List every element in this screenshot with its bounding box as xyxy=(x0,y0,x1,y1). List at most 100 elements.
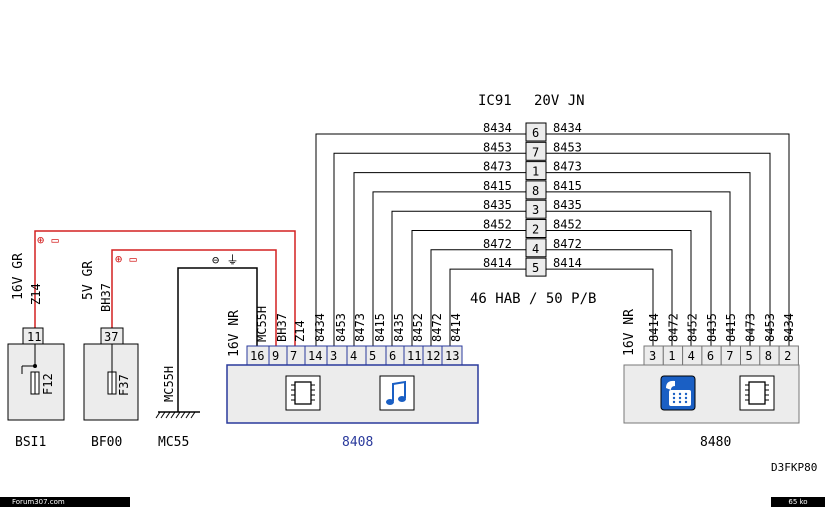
phone-wire-label: 8452 xyxy=(686,313,700,342)
radio-pin: 5 xyxy=(369,349,376,363)
wire-left-3 xyxy=(372,191,526,346)
ground-symbol: ⊖ ⏚ xyxy=(212,253,238,267)
radio-pin: 13 xyxy=(445,349,459,363)
wire-left-4 xyxy=(391,210,526,346)
radio-body xyxy=(226,364,479,424)
wire-right-7 xyxy=(546,268,654,346)
music-note-icon xyxy=(379,375,415,411)
radio-wire-label: 8472 xyxy=(430,313,444,342)
phone-pin: 7 xyxy=(726,349,733,363)
connector-spec: 20V JN xyxy=(534,93,585,109)
radio-connector-spec: 16V NR xyxy=(227,310,242,357)
bsi-module: 16V GR Z14 11 F12 BSI1 xyxy=(7,253,65,450)
chip-icon xyxy=(285,375,321,411)
center-left-wire-label: 8473 xyxy=(483,160,512,174)
center-pin: 8 xyxy=(532,184,539,198)
radio-wire-label: 8434 xyxy=(313,313,327,342)
phone-wire-label: 8435 xyxy=(705,313,719,342)
ground-wire xyxy=(177,267,258,412)
ground-hatch-line xyxy=(165,411,171,419)
bsi-supply-symbol: ⊕ ▭ xyxy=(37,233,59,247)
ground-hatch-line xyxy=(170,411,176,419)
wire-right-6 xyxy=(546,249,673,346)
radio-pin: 7 xyxy=(290,349,297,363)
bf-body xyxy=(83,343,139,421)
phone-wire-label: 8434 xyxy=(782,313,796,342)
ground-point: ⊖ ⏚ MC55H MC55 xyxy=(155,253,238,450)
connector-ref: IC91 xyxy=(478,93,512,109)
ground-hatch xyxy=(155,411,196,419)
phone-pin: 1 xyxy=(668,349,675,363)
center-pin-box xyxy=(525,122,547,142)
bsi-pin: 11 xyxy=(27,330,41,344)
phone-pin: 5 xyxy=(746,349,753,363)
center-right-wire-label: 8415 xyxy=(553,179,582,193)
phone-pin: 4 xyxy=(688,349,695,363)
bf-wire-label: BH37 xyxy=(99,283,113,312)
ground-hatch-line xyxy=(160,411,166,419)
radio-wire-label: 8414 xyxy=(449,313,463,342)
center-pin: 2 xyxy=(532,223,539,237)
radio-wire-label: Z14 xyxy=(293,320,307,342)
center-left-wire-label: 8415 xyxy=(483,179,512,193)
radio-wire-label: 8452 xyxy=(411,313,425,342)
wire-right-2 xyxy=(546,172,751,346)
radio-wire-label: 8415 xyxy=(373,313,387,342)
bf-supply-symbol: ⊕ ▭ xyxy=(115,252,137,266)
center-right-wire-label: 8453 xyxy=(553,140,582,154)
center-pin: 5 xyxy=(532,261,539,275)
radio-wire-label: 8453 xyxy=(334,313,348,342)
radio-pin: 4 xyxy=(350,349,357,363)
drawing-ref: D3FKP80 xyxy=(771,461,817,474)
radio-pin: 12 xyxy=(426,349,440,363)
phone-pin: 8 xyxy=(765,349,772,363)
connector-note: 46 HAB / 50 P/B xyxy=(470,291,596,307)
supply-wire-z14 xyxy=(34,230,296,346)
center-left-wire-label: 8453 xyxy=(483,140,512,154)
center-left-wire-label: 8452 xyxy=(483,218,512,232)
center-pin: 4 xyxy=(532,242,539,256)
center-right-wire-label: 8414 xyxy=(553,256,582,270)
bf-pin: 37 xyxy=(104,330,118,344)
radio-wire-label: BH37 xyxy=(275,313,289,342)
phone-wire-label: 8414 xyxy=(647,313,661,342)
wire-right-0 xyxy=(546,133,790,346)
radio-wire-label: MC55H xyxy=(255,306,269,342)
bsi-wire-label: Z14 xyxy=(29,283,43,305)
radio-label: 8408 xyxy=(342,435,373,450)
wire-left-5 xyxy=(411,230,526,346)
bsi-fuse-label: F12 xyxy=(41,373,55,395)
chip-icon xyxy=(739,375,775,411)
bf-label: BF00 xyxy=(91,435,122,450)
ground-hatch-line xyxy=(155,411,161,419)
ground-label: MC55 xyxy=(158,435,189,450)
center-pin-box xyxy=(525,199,547,219)
wire-right-1 xyxy=(546,152,771,346)
center-pin-box xyxy=(525,180,547,200)
radio-wire-label: 8435 xyxy=(392,313,406,342)
wire-harness xyxy=(34,133,790,412)
wire-left-6 xyxy=(430,249,526,346)
ground-hatch-line xyxy=(180,411,186,419)
radio-pin: 11 xyxy=(407,349,421,363)
radio-pin: 9 xyxy=(272,349,279,363)
phone-label: 8480 xyxy=(700,435,731,450)
center-pin-box xyxy=(525,257,547,277)
center-right-wire-label: 8473 xyxy=(553,160,582,174)
telephone-icon xyxy=(660,375,696,411)
wire-left-0 xyxy=(315,133,526,346)
ground-hatch-line xyxy=(185,411,191,419)
center-right-wire-label: 8452 xyxy=(553,218,582,232)
phone-pin: 2 xyxy=(784,349,791,363)
center-pin-box xyxy=(525,161,547,181)
center-left-wire-label: 8472 xyxy=(483,237,512,251)
wire-right-4 xyxy=(546,210,712,346)
center-pin: 3 xyxy=(532,203,539,217)
bsi-connector-spec: 16V GR xyxy=(11,253,26,300)
phone-connector-spec: 16V NR xyxy=(622,309,637,356)
radio-pin: 3 xyxy=(330,349,337,363)
